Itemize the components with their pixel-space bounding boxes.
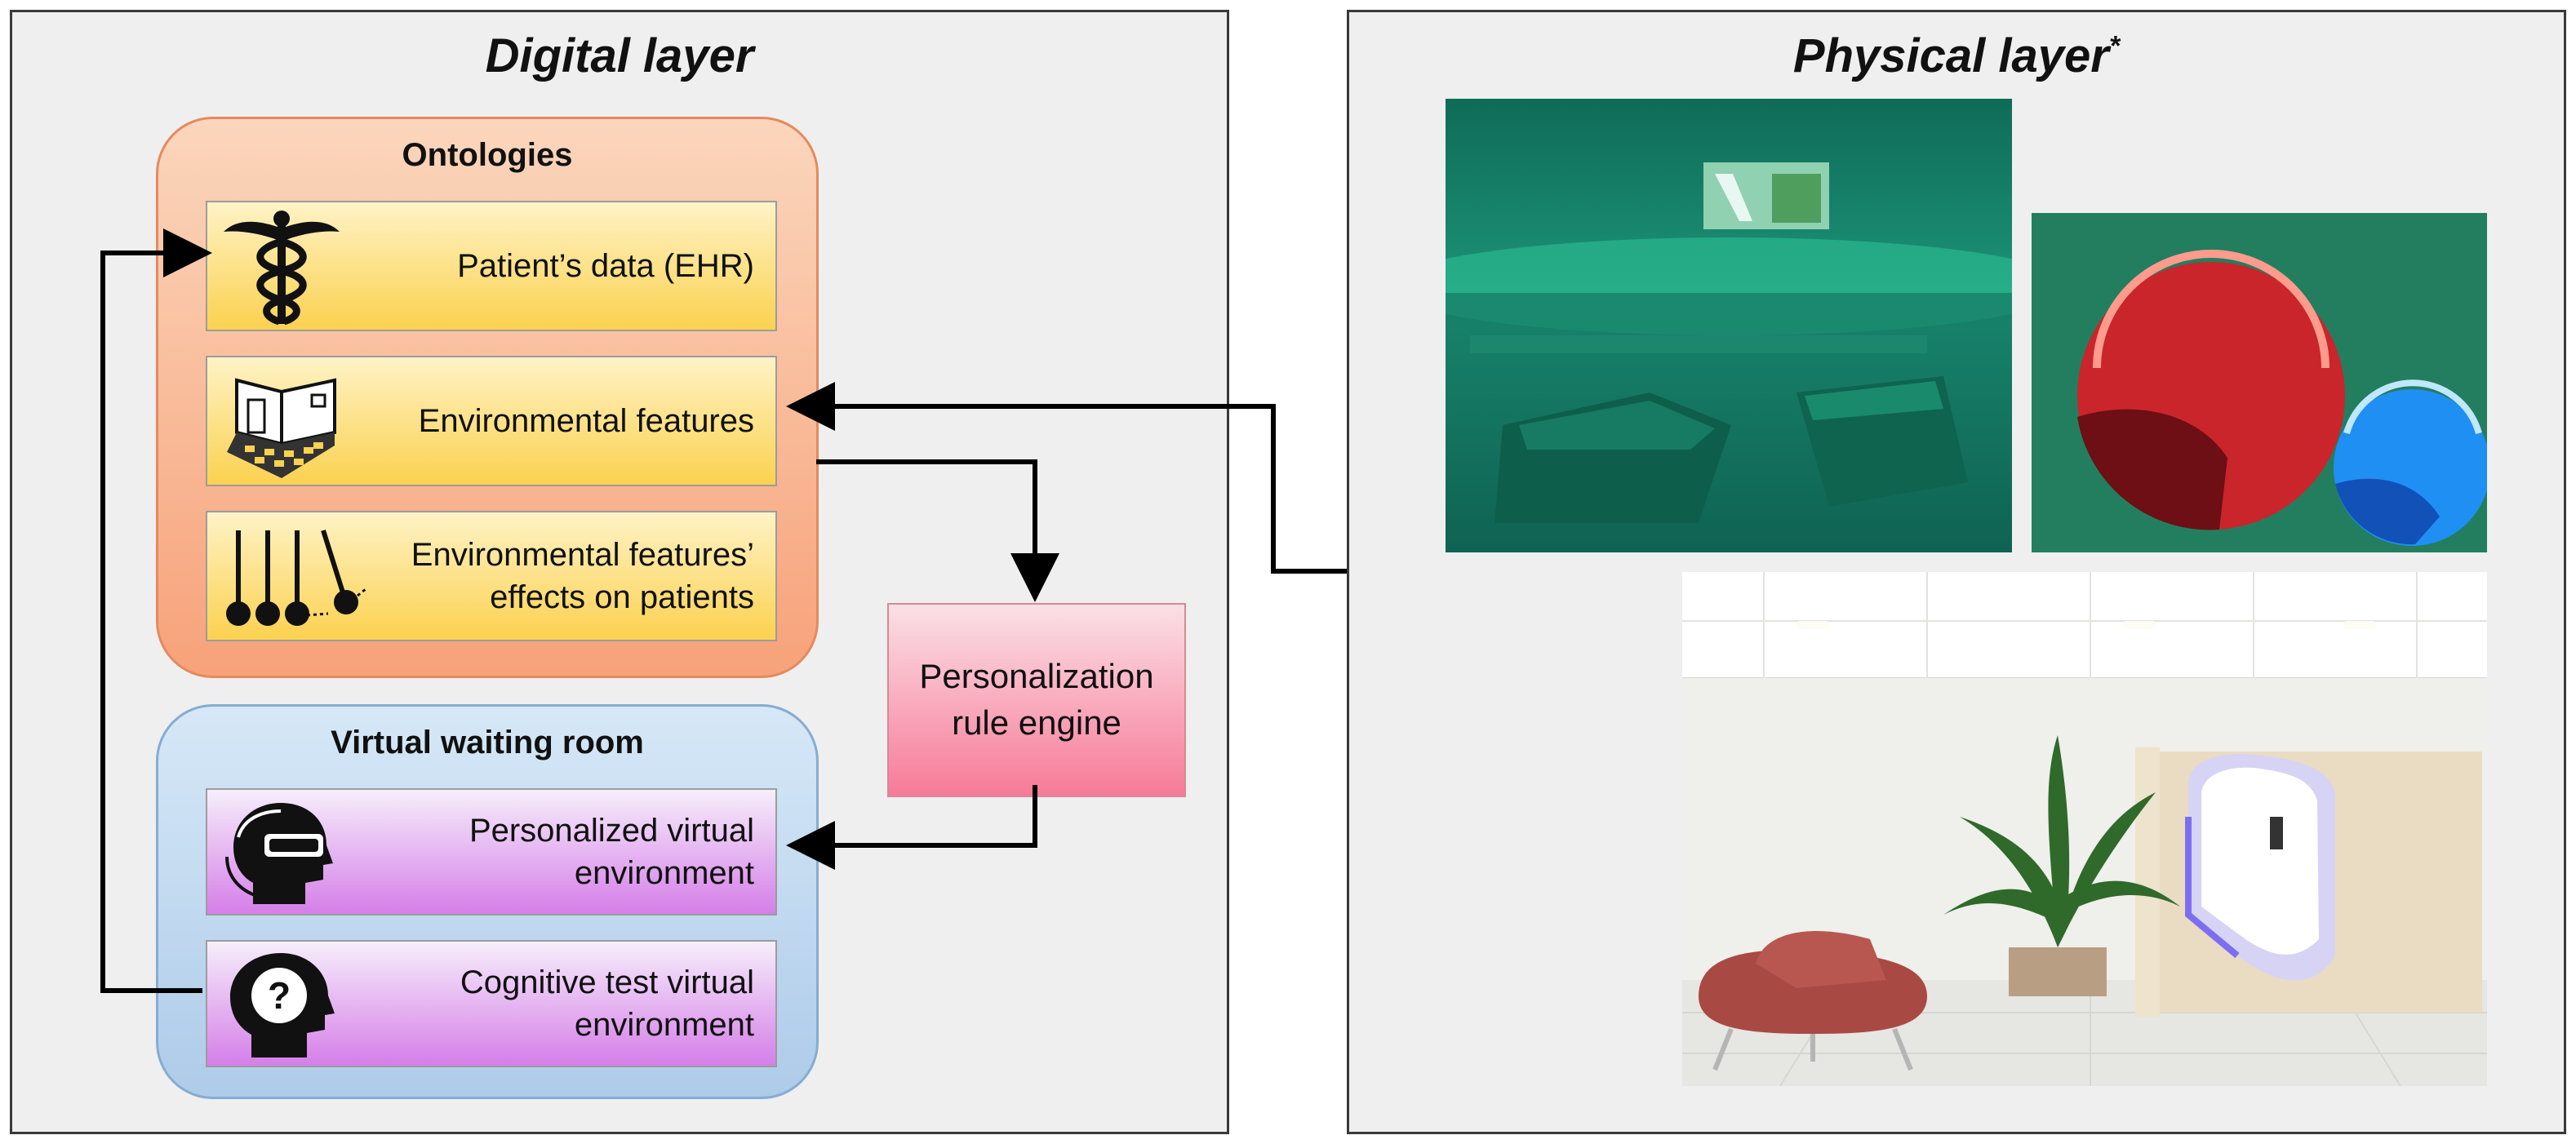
environmental-features-item: Environmental features	[206, 356, 777, 486]
ontologies-title: Ontologies	[402, 137, 573, 173]
virtual-waiting-room-title: Virtual waiting room	[331, 725, 644, 760]
pendulum-icon	[220, 519, 367, 641]
personalized-environment-item: Personalized virtual environment	[206, 788, 777, 916]
room-icon	[220, 364, 343, 486]
cognitive-test-label: Cognitive test virtual environment	[460, 964, 754, 1043]
rule-engine-label: Personalization rule engine	[919, 657, 1154, 742]
environmental-features-label: Environmental features	[418, 403, 754, 439]
features-effects-item: Environmental features’ effects on patie…	[206, 511, 777, 641]
caduceus-icon	[220, 209, 343, 331]
lamps-photo	[2032, 213, 2487, 552]
personalization-rule-engine: Personalization rule engine	[887, 603, 1186, 797]
environmental-to-rule-engine-arrow	[816, 459, 1059, 602]
virtual-waiting-room-group: Virtual waiting room Personalized virtua…	[156, 704, 819, 1099]
patients-data-item: Patient’s data (EHR)	[206, 201, 777, 331]
physical-layer-panel: Physical layer*	[1347, 10, 2566, 1134]
rule-engine-to-personalized-arrow	[786, 785, 1037, 870]
features-effects-label: Environmental features’ effects on patie…	[411, 537, 754, 615]
cognitive-test-item: ? Cognitive test virtual environment	[206, 940, 777, 1067]
personalized-environment-label: Personalized virtual environment	[469, 813, 754, 891]
cognitive-to-patient-data-arrow	[100, 228, 212, 993]
waiting-room-photo	[1682, 572, 2487, 1086]
question-head-icon: ?	[220, 948, 343, 1066]
patients-data-label: Patient’s data (EHR)	[457, 248, 754, 284]
footnote-marker: *	[2108, 30, 2121, 62]
physical-to-environmental-arrow	[786, 382, 1347, 574]
svg-text:?: ?	[268, 974, 291, 1017]
digital-layer-title: Digital layer	[485, 29, 754, 82]
green-room-photo	[1446, 99, 2012, 552]
physical-layer-title: Physical layer*	[1792, 29, 2121, 82]
vr-head-icon	[220, 796, 343, 915]
ontologies-group: Ontologies Patient’s data (EHR)	[156, 117, 819, 678]
